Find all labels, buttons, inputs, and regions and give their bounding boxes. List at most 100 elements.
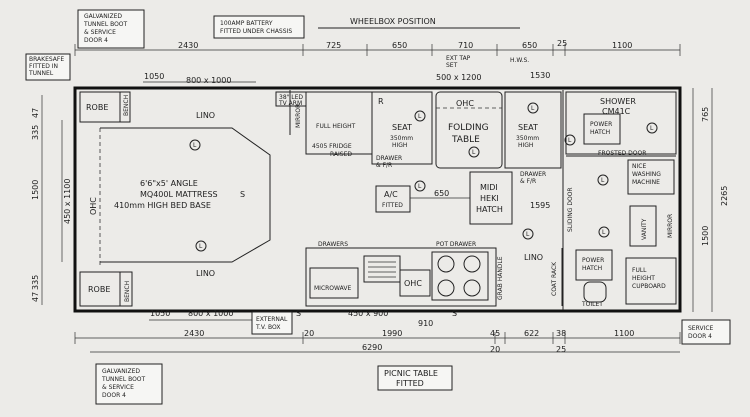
- dim-bot-1990: 1990: [382, 329, 402, 338]
- washing-machine-box: [627, 159, 675, 195]
- drawer-fr-left-1: DRAWER: [376, 155, 402, 162]
- battery-line1: 100AMP BATTERY: [220, 20, 273, 27]
- bench-top-outline: [119, 91, 131, 123]
- galv-top-line1: GALVANIZED: [84, 13, 122, 20]
- dim-top-710: 710: [458, 41, 473, 50]
- kitchen-bench: [305, 247, 497, 307]
- mid-light-circle: [522, 228, 534, 240]
- dim-top-725: 725: [326, 41, 341, 50]
- ac-unit-box: [375, 185, 411, 213]
- top-dim-ticks: [74, 44, 681, 56]
- dim-right-2265: 2265: [720, 186, 729, 206]
- dim-bot-2430: 2430: [184, 329, 204, 338]
- cupboard-line3: CUPBOARD: [632, 283, 666, 290]
- seat-left-r: R: [378, 97, 384, 106]
- dinette-light-2-l: L: [472, 149, 476, 156]
- power-hatch-top-2: HATCH: [590, 129, 610, 136]
- sink-drain-lines: [368, 261, 396, 278]
- picnic-line2: FITTED: [396, 379, 424, 388]
- bath-light-1-l: L: [601, 177, 605, 184]
- shower-line2: CM41C: [602, 107, 631, 116]
- shower-enclosure: [565, 91, 677, 155]
- fridge-line1: 4505 FRIDGE: [312, 143, 352, 150]
- dim-left-47: 47: [31, 108, 40, 118]
- grab-handle-label: GRAB HANDLE: [497, 256, 504, 300]
- dim-top-1100: 1100: [612, 41, 632, 50]
- bottom-dim-ticks: [74, 332, 681, 344]
- mid-light-l: L: [526, 231, 530, 238]
- dim-bot-38: 38: [556, 329, 566, 338]
- dim-win-1050: 1050: [144, 72, 164, 81]
- dim-left-450x1100: 450 x 1100: [63, 179, 72, 224]
- dim-win-500x1200: 500 x 1200: [436, 73, 481, 82]
- sink: [363, 255, 401, 283]
- fridge-line2: RAISED: [330, 151, 352, 158]
- seat-left-350: 350mm: [390, 135, 413, 142]
- galvanized-tunnel-boot-top-box: [77, 9, 145, 49]
- microwave-label: MICROWAVE: [314, 285, 351, 292]
- picnic-line1: PICNIC TABLE: [384, 369, 438, 378]
- dim-bot-20a: 20: [304, 329, 314, 338]
- dim-bot-6290: 6290: [362, 343, 382, 352]
- shower-light-left-circle: [564, 134, 576, 146]
- brakesafe-line1: BRAKESAFE: [29, 56, 64, 63]
- galv-top-line4: DOOR 4: [84, 37, 108, 44]
- bench-bottom-outline: [119, 271, 133, 307]
- battery-line2: FITTED UNDER CHASSIS: [220, 28, 292, 35]
- galvanized-tunnel-boot-bottom-box: [95, 363, 163, 405]
- ohc-kitchen-label: OHC: [404, 279, 422, 288]
- seat-left-high: HIGH: [392, 142, 407, 149]
- midi-heki-line2: HEKI: [480, 194, 499, 203]
- power-hatch-top-1: POWER: [590, 121, 612, 128]
- dim-top-2430: 2430: [178, 41, 198, 50]
- vanity-box: [629, 205, 657, 247]
- folding-table-outline: [435, 91, 503, 169]
- external-tv-box: [251, 311, 293, 335]
- wheelbox-position-label: WHEELBOX POSITION: [350, 17, 436, 26]
- cooktop: [431, 251, 489, 301]
- brakesafe-note-box: [25, 53, 71, 81]
- ext-tap-line1: EXT TAP: [446, 55, 471, 62]
- dim-left-335b: 335: [31, 275, 40, 290]
- caravan-outer-wall: [73, 86, 682, 313]
- dim-bot-800x1000: 800 x 1000: [188, 309, 233, 318]
- brakesafe-line3: TUNNEL: [28, 70, 54, 77]
- led-tv-line1: 38" LED: [279, 94, 303, 101]
- seat-left-title: SEAT: [392, 123, 412, 132]
- dim-left-47b: 47: [31, 292, 40, 302]
- dim-bot-1050: 1050: [150, 309, 170, 318]
- pot-drawer-label: POT DRAWER: [436, 241, 476, 248]
- dim-1595-label: 1595: [530, 201, 550, 210]
- seat-right-title: SEAT: [518, 123, 538, 132]
- bench-bottom-label: BENCH: [124, 281, 131, 302]
- hws-label: H.W.S.: [510, 57, 529, 64]
- seat-right-350: 350mm: [516, 135, 539, 142]
- bottom-s-2: S: [452, 309, 457, 318]
- drawer-fr-right-1: DRAWER: [520, 171, 546, 178]
- lino-bottom-label: LINO: [196, 269, 215, 278]
- led-tv-line2: TV ARM: [278, 100, 302, 107]
- cupboard-line2: HEIGHT: [632, 275, 655, 282]
- washing-line2: MACHINE: [632, 179, 660, 186]
- dim-bot-25: 25: [556, 345, 566, 354]
- shower-line1: SHOWER: [600, 97, 636, 106]
- dim-right-1500: 1500: [701, 226, 710, 246]
- shower-light-l: L: [650, 125, 654, 132]
- midi-heki-line1: MIDI: [480, 183, 498, 192]
- dinette-light-3-l: L: [531, 105, 535, 112]
- lino-top-label: LINO: [196, 111, 215, 120]
- toilet-line1: TOILET: [581, 301, 603, 308]
- service-door-line2: DOOR 4: [688, 333, 712, 340]
- bath-light-2-l: L: [602, 229, 606, 236]
- service-door-box: [681, 319, 731, 345]
- external-tv-line1: EXTERNAL: [256, 316, 288, 323]
- bed-light-top-l: L: [193, 142, 197, 149]
- bath-light-2-circle: [598, 226, 610, 238]
- dim-bot-20b: 20: [490, 345, 500, 354]
- bed-line1: 6'6"x5' ANGLE: [140, 179, 198, 188]
- lino-mid-label: LINO: [524, 253, 543, 262]
- dinette-light-1-l: L: [418, 113, 422, 120]
- shower-light-left-l: L: [568, 137, 572, 144]
